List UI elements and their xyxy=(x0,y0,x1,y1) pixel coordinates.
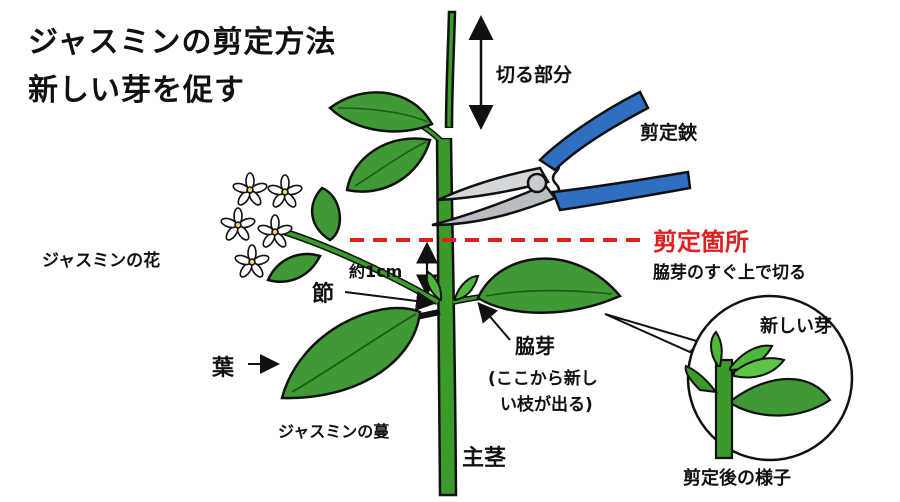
shears-label: 剪定鋏 xyxy=(640,122,698,144)
page-title-line2: 新しい芽を促す xyxy=(28,73,245,108)
vine-label: ジャスミンの蔓 xyxy=(278,422,390,441)
inset-callout-pointer xyxy=(604,313,702,354)
flower-leaf-2 xyxy=(266,252,322,283)
bud-pointer xyxy=(477,301,511,341)
axillary-bud-right xyxy=(454,274,480,302)
bud-note-line1: (ここから新し xyxy=(488,369,598,389)
right-leaf xyxy=(476,257,623,314)
inset-plant xyxy=(684,330,832,460)
leaf-label: 葉 xyxy=(212,356,235,381)
new-bud-label: 新しい芽 xyxy=(760,316,832,337)
prune-note-label: 脇芽のすぐ上で切る xyxy=(653,263,806,283)
jasmine-flowers xyxy=(220,172,303,278)
axillary-bud-label: 脇芽 xyxy=(515,334,555,358)
upper-leaf-1 xyxy=(328,91,434,133)
prune-point-label: 剪定箇所 xyxy=(653,228,749,256)
node-pointer xyxy=(344,291,436,311)
main-stem xyxy=(435,136,458,497)
stem-top-segment xyxy=(444,10,457,130)
large-leaf xyxy=(280,306,422,400)
bud-note-line2: い枝が出る) xyxy=(500,395,593,415)
node-label: 節 xyxy=(312,282,335,307)
pruning-shears xyxy=(431,90,692,227)
main-stem-label: 主茎 xyxy=(462,446,507,471)
after-pruning-label: 剪定後の様子 xyxy=(683,468,791,489)
flower-leaf-1 xyxy=(310,186,342,242)
cut-part-label: 切る部分 xyxy=(496,64,573,86)
flower-label: ジャスミンの花 xyxy=(42,251,161,271)
page-title-line1: ジャスミンの剪定方法 xyxy=(28,25,337,60)
distance-label: 約1cm xyxy=(349,262,403,281)
